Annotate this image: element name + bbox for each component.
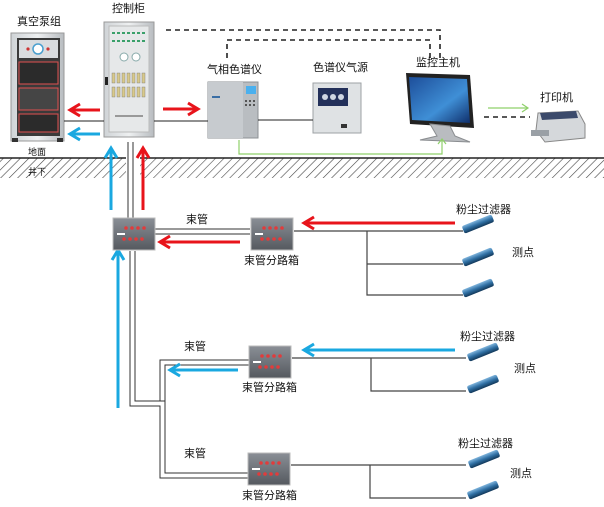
- vacuum-pump-icon: [10, 32, 65, 142]
- measure-point-label-2: 测点: [514, 362, 536, 375]
- supply-arrow-to-chromatograph: [163, 101, 201, 117]
- printer-icon: [531, 110, 586, 143]
- dust-filter-icon: [462, 247, 494, 267]
- branch-box-icon-1: [250, 217, 294, 251]
- dust-filter-label-1: 粉尘过滤器: [456, 203, 511, 216]
- branch-box-label-2: 束管分路箱: [242, 381, 297, 394]
- trunk-tube-label: 束管: [186, 213, 208, 226]
- dust-filter-icon: [468, 449, 500, 469]
- monitor-host-icon: [406, 73, 474, 143]
- trunk-tube: [127, 142, 250, 479]
- monitor-host-label: 监控主机: [416, 56, 460, 69]
- dust-filter-label-2: 粉尘过滤器: [460, 330, 515, 343]
- control-cabinet-icon: [103, 21, 155, 138]
- control-cabinet-label: 控制柜: [112, 2, 145, 15]
- branch-box-icon-main: [112, 217, 156, 251]
- branch-2-lines: [292, 357, 466, 392]
- dust-filter-icon: [467, 480, 499, 500]
- supply-arrow-up-surface: [135, 145, 151, 210]
- tube-label-2: 束管: [184, 340, 206, 353]
- return-arrow-branch-2: [301, 342, 455, 358]
- branch-box-label-3: 束管分路箱: [242, 489, 297, 502]
- return-arrow-up-surface: [103, 145, 119, 210]
- surface-connections: [64, 29, 530, 155]
- ground-surface: [0, 150, 604, 190]
- measure-point-label-1: 测点: [512, 246, 534, 259]
- branch-box-icon-2: [248, 345, 292, 379]
- gas-chromatograph-icon: [207, 81, 259, 139]
- dust-filter-label-3: 粉尘过滤器: [458, 437, 513, 450]
- dust-filter-icon: [467, 374, 499, 394]
- gas-chromatograph-label: 气相色谱仪: [207, 63, 262, 76]
- branch-3-lines: [291, 464, 466, 499]
- gas-source-label: 色谱仪气源: [313, 61, 368, 74]
- measure-point-label-3: 测点: [510, 467, 532, 480]
- branch-box-icon-3: [247, 452, 291, 486]
- dust-filter-icon: [467, 342, 499, 362]
- supply-arrow-branch-1: [301, 215, 455, 231]
- underground-label: 井下: [28, 168, 47, 178]
- tube-label-3: 束管: [184, 447, 206, 460]
- supply-arrow-trunk: [157, 234, 240, 250]
- return-arrow-up-trunk: [110, 247, 126, 408]
- branch-box-label-1: 束管分路箱: [244, 254, 299, 267]
- dust-filter-icons: [462, 214, 500, 500]
- branch-1-lines: [294, 230, 463, 296]
- return-arrow-to-pump: [67, 126, 100, 142]
- dust-filter-icon: [462, 278, 494, 298]
- above-ground-label: 地面: [28, 148, 47, 158]
- dust-filter-icon: [462, 214, 494, 234]
- supply-arrow-to-pump: [67, 102, 100, 118]
- vacuum-pump-label: 真空泵组: [17, 15, 61, 28]
- printer-label: 打印机: [540, 91, 573, 104]
- return-arrow-trunk-2: [167, 362, 238, 378]
- gas-source-icon: [312, 82, 362, 134]
